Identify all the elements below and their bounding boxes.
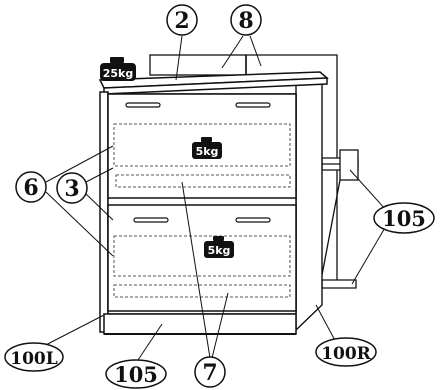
weight-label-top: 25kg — [103, 67, 134, 80]
callout-100R: 100R — [315, 337, 377, 367]
weight-label-upper: 5kg — [196, 145, 219, 158]
weight-icon-top: 25kg — [100, 57, 136, 81]
back-panel-left — [149, 54, 247, 76]
leader-3b — [85, 193, 114, 221]
lower-handle-right — [235, 217, 271, 223]
weight-icon-upper: 5kg — [192, 137, 222, 159]
leader-105a — [349, 169, 387, 211]
svg-text:2: 2 — [174, 8, 189, 34]
svg-text:7: 7 — [202, 360, 217, 386]
cabinet-side — [295, 77, 323, 332]
leader-2 — [175, 35, 183, 81]
svg-text:105: 105 — [114, 362, 158, 387]
plinth-105 — [103, 313, 297, 335]
upper-drawer-box-dashed — [113, 123, 291, 167]
leader-3a — [85, 167, 114, 183]
upper-handle-right — [235, 102, 271, 108]
callout-105-bottom: 105 — [105, 359, 167, 389]
lower-drawer-bottom-7 — [113, 284, 291, 298]
lower-drawer — [107, 204, 297, 312]
leader-105b — [351, 225, 387, 285]
callout-8: 8 — [230, 4, 262, 36]
leader-7b — [211, 292, 229, 359]
callout-6: 6 — [15, 171, 47, 203]
svg-text:6: 6 — [23, 175, 38, 201]
callout-3: 3 — [56, 172, 88, 204]
upper-handle-left — [125, 102, 161, 108]
lower-handle-left — [133, 217, 169, 223]
side-rail-lower — [321, 279, 357, 289]
leader-6a — [45, 145, 114, 183]
callout-7: 7 — [194, 356, 226, 388]
lower-drawer-front — [107, 204, 297, 312]
weight-label-lower: 5kg — [208, 244, 231, 257]
svg-text:105: 105 — [382, 206, 426, 231]
upper-drawer-bottom-7 — [115, 174, 291, 188]
leader-105c — [137, 323, 163, 361]
side-rail-diagonal — [321, 179, 341, 276]
side-rail-block — [339, 149, 359, 181]
side-rail — [321, 149, 359, 289]
svg-text:8: 8 — [238, 8, 253, 34]
callout-100L: 100L — [4, 342, 64, 372]
leader-6b — [45, 191, 114, 257]
callout-2: 2 — [166, 4, 198, 36]
lower-drawer-box-dashed — [113, 235, 291, 277]
svg-text:100R: 100R — [321, 344, 371, 364]
leader-8a — [221, 35, 244, 69]
leader-8b — [249, 35, 262, 67]
weight-icon-lower: 5kg — [204, 236, 234, 258]
callout-105-side: 105 — [373, 202, 435, 234]
side-panel-100R — [295, 77, 323, 332]
svg-text:100L: 100L — [10, 349, 57, 369]
leader-7a — [181, 181, 211, 359]
svg-text:3: 3 — [64, 176, 79, 202]
